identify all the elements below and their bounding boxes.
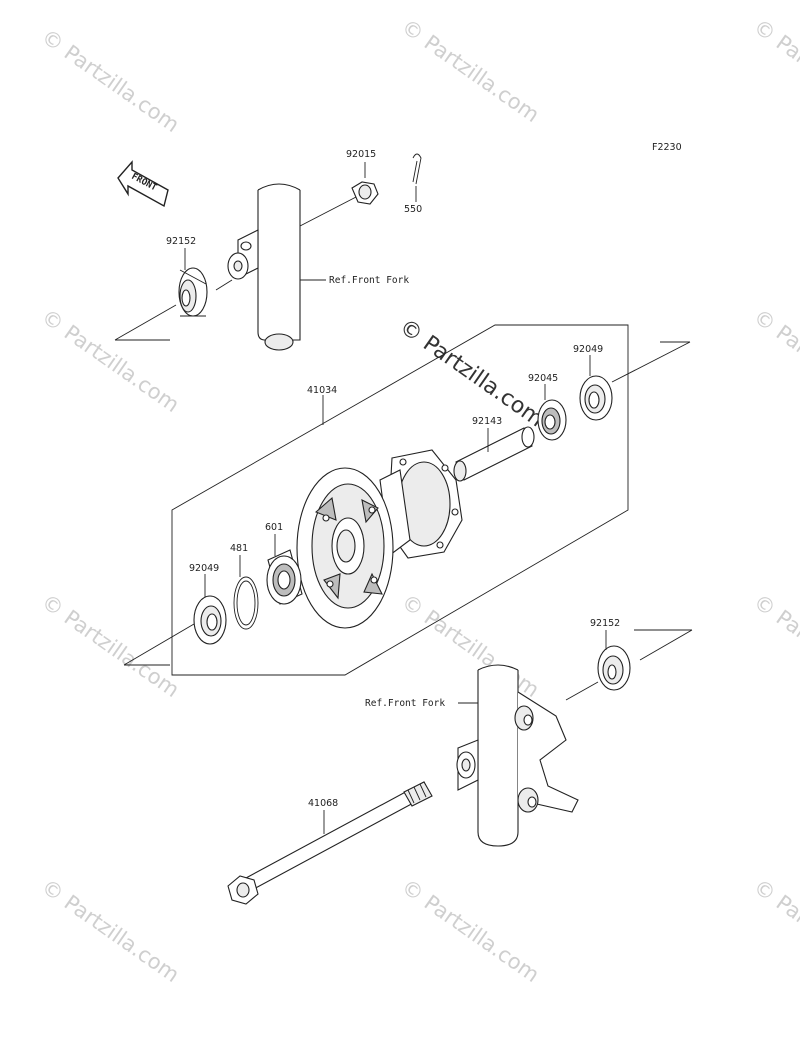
nut-92015 [351,181,379,205]
diagram-code: F2230 [652,142,682,153]
watermark-8: © Partzilla.com [749,589,800,702]
bearing-right-92045 [537,399,567,441]
watermark-7: © Partzilla.com [397,589,544,702]
watermark-1: © Partzilla.com [37,24,184,137]
ref-front-fork-upper: Ref.Front Fork [329,275,409,286]
lower-front-fork [456,664,579,847]
axle-41068 [227,781,433,905]
spacer-92143 [453,426,535,482]
watermark-4: © Partzilla.com [37,304,184,417]
watermark-center: © Partzilla.com [395,314,548,432]
ref-front-fork-lower: Ref.Front Fork [365,698,445,709]
part-label-92045: 92045 [528,373,558,384]
collar-lower-92152 [597,645,631,691]
seal-right-92049 [579,375,613,421]
part-label-92049-right: 92049 [573,344,603,355]
part-label-92152-lower: 92152 [590,618,620,629]
bearing-left-601 [266,549,303,605]
collar-upper-92152 [178,267,208,317]
part-label-92152-upper: 92152 [166,236,196,247]
watermark-10: © Partzilla.com [397,874,544,987]
part-label-92015: 92015 [346,149,376,160]
part-label-41034: 41034 [307,385,337,396]
circlip-481 [233,576,259,630]
front-hub-41034 [296,449,463,629]
part-label-601: 601 [265,522,283,533]
watermark-6: © Partzilla.com [37,589,184,702]
watermark-9: © Partzilla.com [37,874,184,987]
cotter-pin-550 [412,153,422,185]
part-label-550: 550 [404,204,422,215]
part-label-92143: 92143 [472,416,502,427]
front-arrow-icon: FRONT [117,160,169,208]
part-label-481: 481 [230,543,248,554]
watermark-11: © Partzilla.com [749,874,800,987]
hub-assembly-frame [171,324,629,676]
part-label-41068: 41068 [308,798,338,809]
part-label-92049-left: 92049 [189,563,219,574]
watermark-5: © Partzilla.com [749,304,800,417]
watermark-3: © Partzilla.com [749,14,800,127]
seal-left-92049 [193,595,227,645]
upper-front-fork [115,183,301,351]
watermark-2: © Partzilla.com [397,14,544,127]
